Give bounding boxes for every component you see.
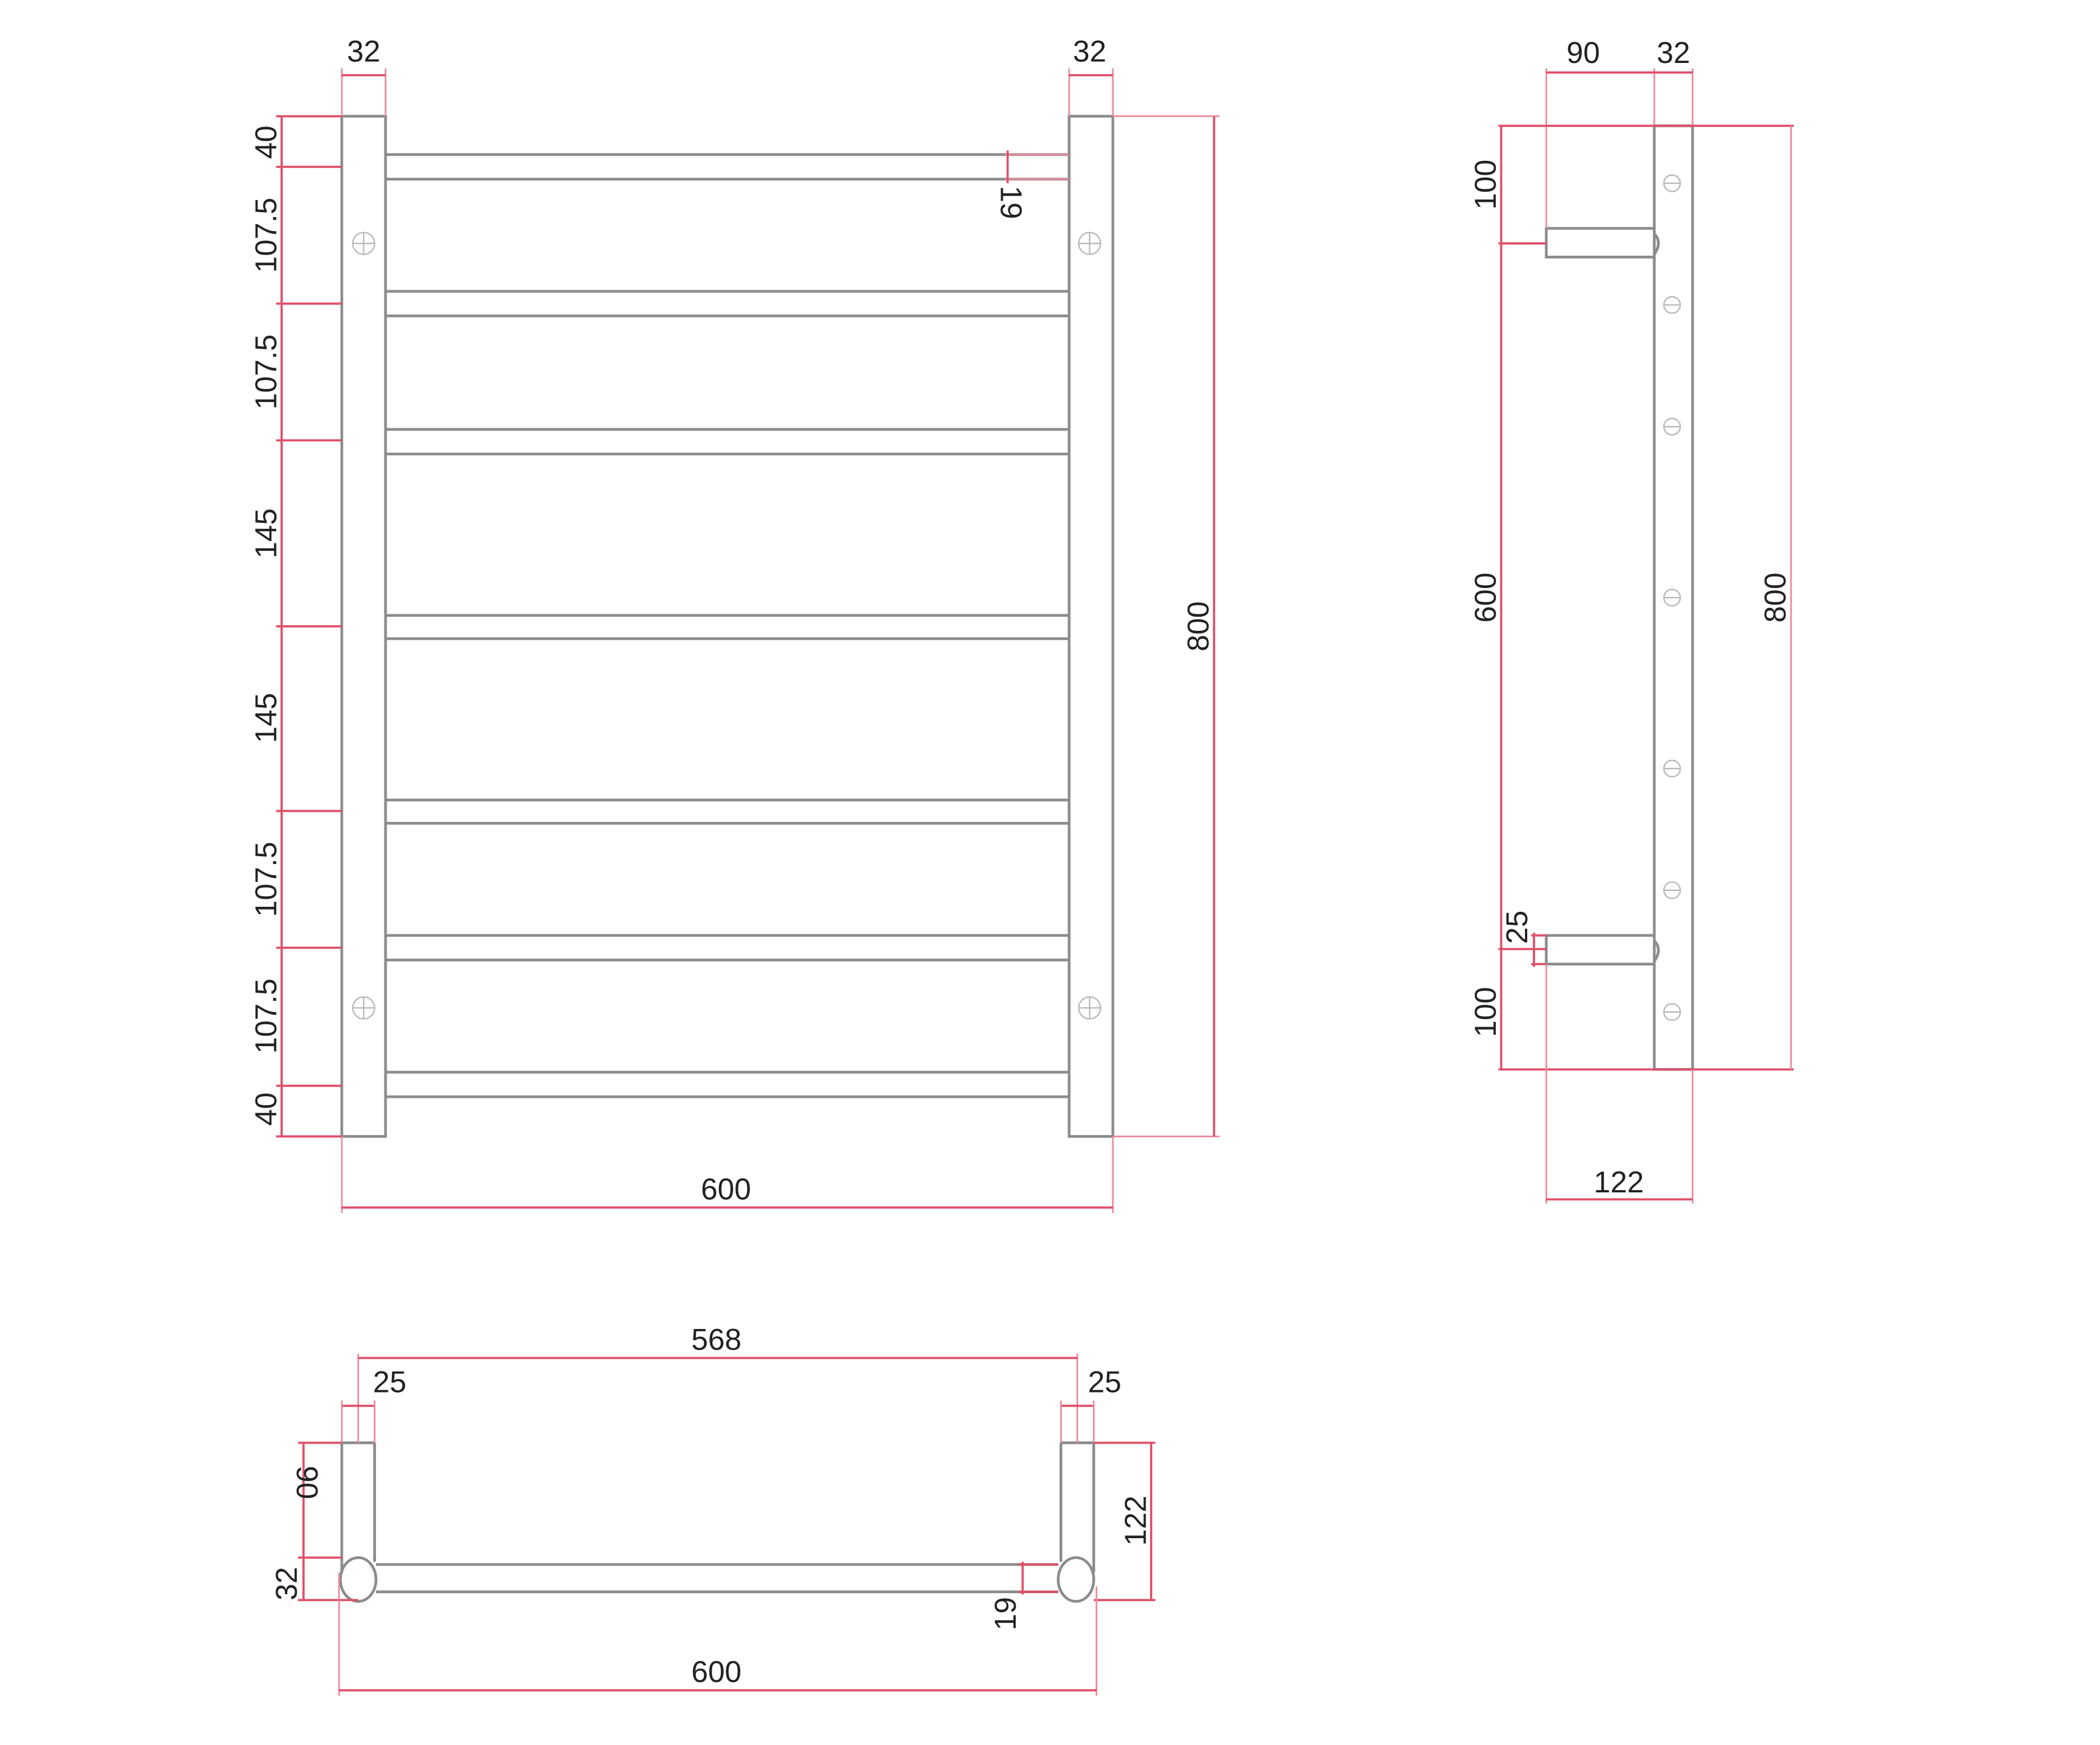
top-overall-width: 600 <box>691 1656 741 1689</box>
side-bracket-spacing: 600 <box>1469 572 1502 622</box>
front-spacing-4: 145 <box>250 693 283 743</box>
top-bracket-depth: 90 <box>290 1466 323 1499</box>
left-post-section <box>339 1556 378 1603</box>
side-overall-depth: 122 <box>1594 1166 1644 1199</box>
top-bar-diameter: 19 <box>989 1597 1022 1631</box>
front-spacing-5: 107.5 <box>250 842 283 917</box>
mounting-hole-icon <box>352 232 1102 1020</box>
right-post <box>1067 115 1115 1138</box>
front-overall-width: 600 <box>701 1173 751 1206</box>
bottom-bracket <box>1545 934 1660 966</box>
right-bracket <box>1060 1441 1096 1573</box>
side-view: 90 32 100 600 25 100 800 122 <box>1469 37 1794 1204</box>
front-spacing-2: 107.5 <box>250 334 283 410</box>
front-post-width-right: 32 <box>1073 35 1107 68</box>
front-spacing-1: 107.5 <box>250 197 283 273</box>
left-post <box>340 115 387 1138</box>
side-bottom-offset: 100 <box>1469 987 1502 1037</box>
right-post-section <box>1057 1556 1096 1603</box>
top-overall-depth: 122 <box>1119 1495 1152 1545</box>
front-spacing-7: 40 <box>250 1092 283 1126</box>
front-overall-height: 800 <box>1182 601 1215 651</box>
left-bracket <box>340 1441 376 1573</box>
side-bracket-thickness: 25 <box>1501 911 1534 944</box>
top-inner-width: 568 <box>691 1323 741 1357</box>
side-top-offset: 100 <box>1469 160 1502 210</box>
front-bar-diameter: 19 <box>994 186 1027 219</box>
front-bars <box>385 153 1070 1098</box>
front-view: 32 32 40 107.5 107.5 145 145 107.5 107.5… <box>250 35 1220 1213</box>
top-bracket <box>1545 227 1660 259</box>
front-spacing-0: 40 <box>250 125 283 159</box>
top-view: 568 25 25 90 32 19 122 600 <box>270 1323 1156 1696</box>
side-mounting-hole-icon <box>1663 174 1681 1021</box>
top-bracket-thickness-left: 25 <box>373 1366 406 1399</box>
top-post-diameter: 32 <box>270 1567 304 1601</box>
top-bracket-thickness-right: 25 <box>1088 1366 1122 1399</box>
front-spacing-6: 107.5 <box>250 978 283 1054</box>
front-spacing-3: 145 <box>250 508 283 558</box>
left-dim-ticks <box>276 115 342 1138</box>
side-bracket-depth: 90 <box>1567 37 1600 70</box>
side-overall-height: 800 <box>1759 572 1793 622</box>
front-post-width-left: 32 <box>347 35 381 68</box>
side-post-width: 32 <box>1657 37 1690 70</box>
